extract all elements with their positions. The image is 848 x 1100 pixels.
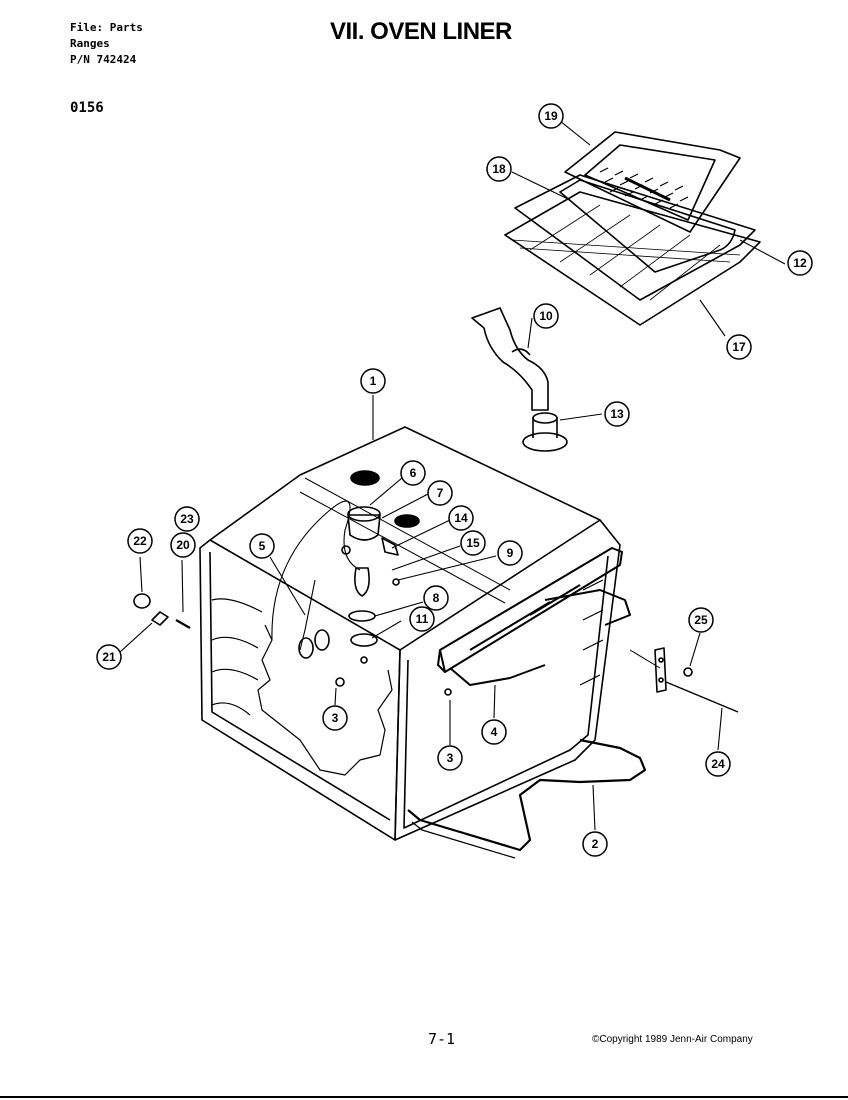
callout-8: 8 xyxy=(423,585,449,611)
callout-25: 25 xyxy=(688,607,714,633)
sensor-assembly xyxy=(629,647,739,713)
oven-liner-box xyxy=(199,426,621,841)
svg-text:17: 17 xyxy=(732,340,746,354)
callout-12: 12 xyxy=(787,250,813,276)
callout-18: 18 xyxy=(486,156,512,182)
svg-text:7: 7 xyxy=(437,486,444,500)
svg-text:24: 24 xyxy=(711,757,725,771)
svg-text:23: 23 xyxy=(180,512,194,526)
svg-text:9: 9 xyxy=(507,546,514,560)
callout-11: 11 xyxy=(409,606,435,632)
callout-2: 2 xyxy=(582,831,608,857)
svg-text:1: 1 xyxy=(370,374,377,388)
file-label: File: Parts xyxy=(70,21,143,34)
callout-3: 3 xyxy=(437,745,463,771)
svg-text:15: 15 xyxy=(466,536,480,550)
callout-17: 17 xyxy=(726,334,752,360)
bottom-rule xyxy=(0,1096,848,1098)
broil-element xyxy=(407,738,647,859)
callout-7: 7 xyxy=(427,480,453,506)
svg-text:13: 13 xyxy=(610,407,624,421)
callout-24: 24 xyxy=(705,751,731,777)
svg-text:2: 2 xyxy=(592,837,599,851)
svg-text:8: 8 xyxy=(433,591,440,605)
copyright-notice: ©Copyright 1989 Jenn-Air Company xyxy=(592,1034,753,1045)
rack-and-broiler-pan xyxy=(504,131,761,326)
callout-23: 23 xyxy=(174,506,200,532)
callout-10: 10 xyxy=(533,303,559,329)
section-code: 0156 xyxy=(70,100,104,116)
callout-9: 9 xyxy=(497,540,523,566)
bake-element xyxy=(437,547,631,686)
svg-text:18: 18 xyxy=(492,162,506,176)
svg-text:14: 14 xyxy=(454,511,468,525)
svg-text:20: 20 xyxy=(176,538,190,552)
callout-6: 6 xyxy=(400,460,426,486)
callout-21: 21 xyxy=(96,644,122,670)
part-number-label: P/N 742424 xyxy=(70,53,137,66)
svg-text:10: 10 xyxy=(539,309,553,323)
callout-19: 19 xyxy=(538,103,564,129)
callout-4: 4 xyxy=(481,719,507,745)
callout-1: 1 xyxy=(360,368,386,394)
svg-text:12: 12 xyxy=(793,256,807,270)
vent-duct xyxy=(471,307,568,452)
svg-text:6: 6 xyxy=(410,466,417,480)
callout-14: 14 xyxy=(448,505,474,531)
svg-text:3: 3 xyxy=(447,751,454,765)
callout-5: 5 xyxy=(249,533,275,559)
callout-3: 3 xyxy=(322,705,348,731)
svg-text:21: 21 xyxy=(102,650,116,664)
svg-text:19: 19 xyxy=(544,109,558,123)
callout-20: 20 xyxy=(170,532,196,558)
svg-text:22: 22 xyxy=(133,534,147,548)
page-title: VII. OVEN LINER xyxy=(330,18,512,45)
category-label: Ranges xyxy=(70,37,110,50)
svg-text:25: 25 xyxy=(694,613,708,627)
callouts: 1 2 3 3 4 5 6 7 8 9 10 11 12 13 14 15 17… xyxy=(96,103,813,857)
page-number: 7-1 xyxy=(428,1030,456,1048)
leader-lines xyxy=(119,120,786,831)
callout-13: 13 xyxy=(604,401,630,427)
svg-text:4: 4 xyxy=(491,725,498,739)
svg-text:11: 11 xyxy=(416,612,429,626)
callout-15: 15 xyxy=(460,530,486,556)
svg-text:3: 3 xyxy=(332,711,339,725)
side-fasteners xyxy=(133,593,191,629)
svg-text:5: 5 xyxy=(259,539,266,553)
callout-22: 22 xyxy=(127,528,153,554)
